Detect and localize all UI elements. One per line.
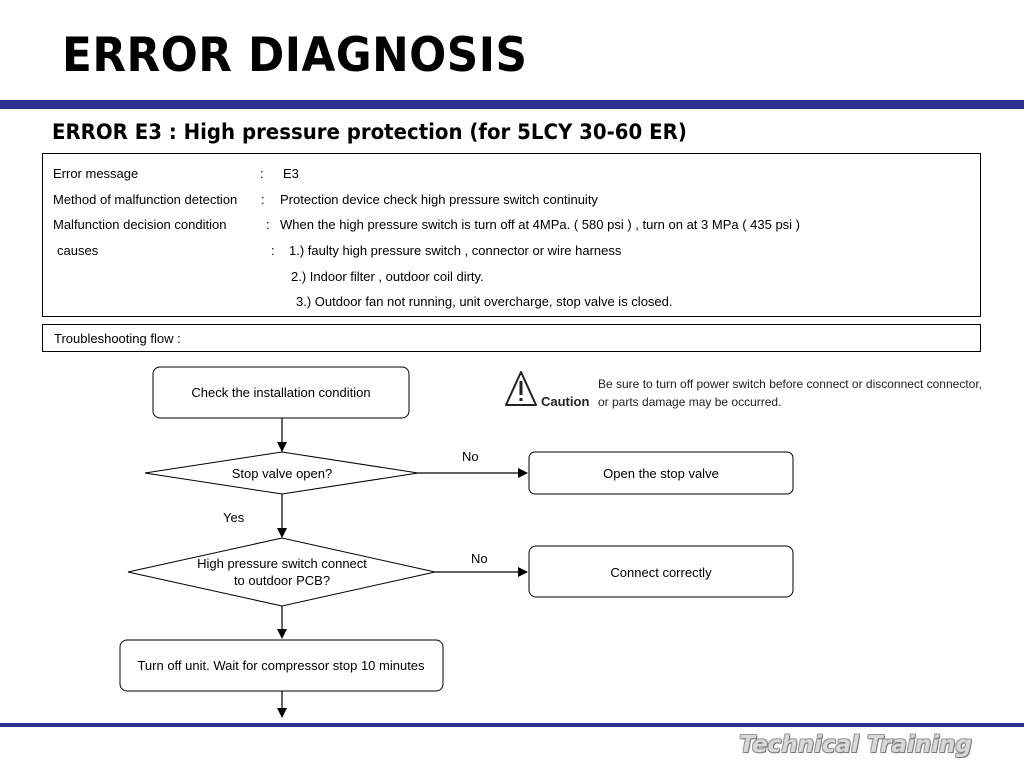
- caution-label: Caution: [541, 394, 589, 409]
- info-separator: :: [266, 217, 270, 232]
- flow-node-label: Connect correctly: [610, 565, 712, 580]
- flow-node-connect-correctly: Connect correctly: [528, 545, 794, 598]
- method-label: Method of malfunction detection: [53, 192, 238, 207]
- title-divider-band: [0, 100, 1024, 109]
- flow-node-label: Open the stop valve: [603, 466, 719, 481]
- error-subtitle: ERROR E3 : High pressure protection (for…: [52, 120, 687, 144]
- caution-message-line: Be sure to turn off power switch before …: [598, 377, 982, 391]
- flow-decision-label: to outdoor PCB?: [234, 573, 330, 588]
- warning-triangle-icon: [505, 371, 537, 406]
- info-separator: :: [261, 192, 265, 207]
- cause-item: 1.) faulty high pressure switch , connec…: [289, 243, 622, 258]
- cause-item: 2.) Indoor filter , outdoor coil dirty.: [291, 269, 484, 284]
- caution-message-line: or parts damage may be occurred.: [598, 395, 781, 409]
- causes-label: causes: [57, 243, 99, 258]
- decision-value: When the high pressure switch is turn of…: [280, 217, 801, 232]
- footer-divider-band: [0, 723, 1024, 727]
- flow-node-open-stop-valve: Open the stop valve: [528, 451, 794, 495]
- decision-label: Malfunction decision condition: [53, 217, 227, 232]
- error-message-value: E3: [283, 166, 299, 181]
- flow-decision-stop-valve: Stop valve open?: [144, 451, 419, 495]
- flow-decision-hp-switch: High pressure switch connect to outdoor …: [127, 537, 436, 607]
- edge-label-no: No: [462, 449, 479, 464]
- page-title: ERROR DIAGNOSIS: [62, 28, 528, 83]
- troubleshooting-flow-label: Troubleshooting flow :: [54, 331, 181, 346]
- flow-decision-label: High pressure switch connect: [197, 556, 367, 571]
- troubleshooting-flow-box: Troubleshooting flow :: [42, 324, 981, 352]
- footer-brand: Technical Training: [739, 732, 972, 758]
- flow-decision-label: Stop valve open?: [232, 466, 332, 481]
- flow-node-turn-off-unit: Turn off unit. Wait for compressor stop …: [119, 639, 444, 692]
- flow-node-label: Turn off unit. Wait for compressor stop …: [137, 658, 425, 673]
- info-separator: :: [271, 243, 275, 258]
- flow-node-check-installation: Check the installation condition: [152, 366, 410, 419]
- info-separator: :: [260, 166, 264, 181]
- caution-notice: Caution Be sure to turn off power switch…: [505, 371, 982, 409]
- error-message-label: Error message: [53, 166, 139, 181]
- edge-label-yes: Yes: [223, 510, 245, 525]
- error-info-box: Error message : E3 Method of malfunction…: [42, 153, 981, 317]
- method-value: Protection device check high pressure sw…: [280, 192, 598, 207]
- cause-item: 3.) Outdoor fan not running, unit overch…: [296, 294, 673, 309]
- edge-label-no: No: [471, 551, 488, 566]
- flow-node-label: Check the installation condition: [191, 385, 370, 400]
